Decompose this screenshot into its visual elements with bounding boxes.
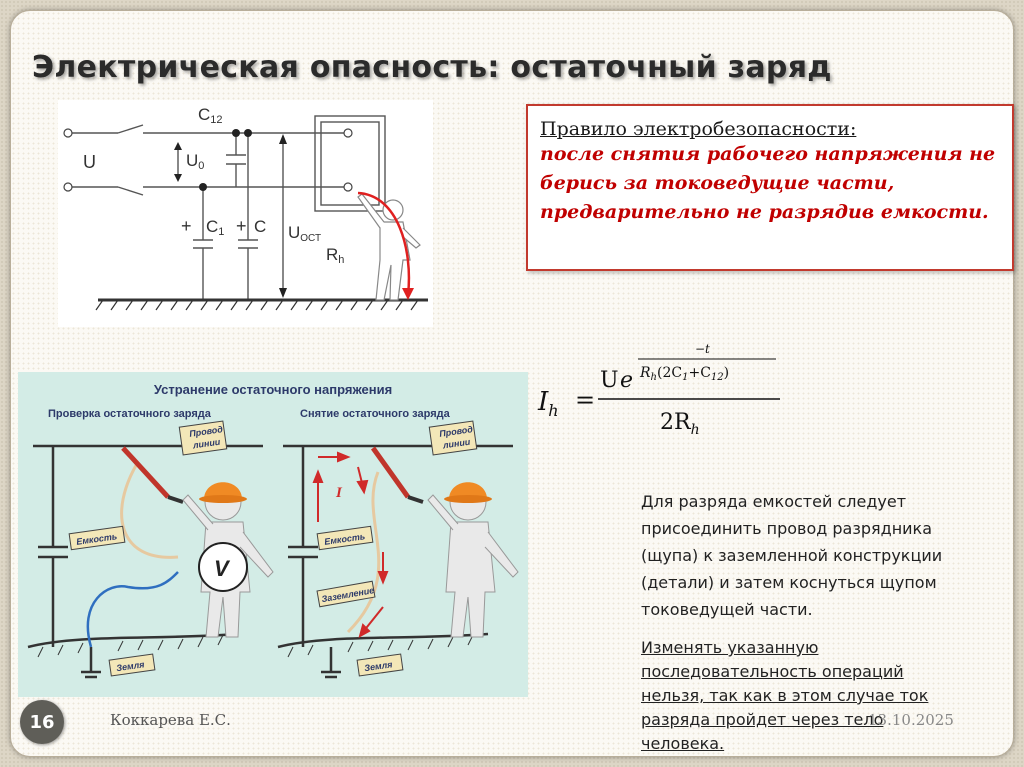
formula-den: 2Rh xyxy=(660,410,700,438)
wire-label-right: Провод xyxy=(439,424,474,439)
label-c1: C1 xyxy=(206,217,224,238)
formula-exp-den: Rh(2C1+C12) xyxy=(639,365,729,383)
current-label: I xyxy=(335,485,343,501)
label-rh: Rh xyxy=(326,245,344,266)
rule-text: после снятия рабочего напряжения не бери… xyxy=(540,143,996,223)
wire-label-left: Провод xyxy=(189,424,224,439)
safety-rule-box: Правило электробезопасности: после сняти… xyxy=(526,104,1014,271)
worker-right xyxy=(427,483,519,638)
label-u0: U0 xyxy=(186,151,204,172)
formula-e: e xyxy=(620,368,633,393)
label-uost: UОСТ xyxy=(288,223,321,244)
label-u: U xyxy=(83,152,96,172)
voltmeter-icon xyxy=(198,542,248,592)
discharge-illustration: Устранение остаточного напряжения Провер… xyxy=(18,372,528,697)
earth-label-right: Земля xyxy=(364,659,394,673)
formula-equals: = xyxy=(575,386,595,414)
left-caption: Проверка остаточного заряда xyxy=(48,408,212,420)
formula-u: U xyxy=(600,368,619,393)
page-number: 16 xyxy=(20,700,64,744)
voltmeter-label: V xyxy=(214,556,231,581)
circuit-diagram: U U0 C12 + C1 + C UОСТ Rh xyxy=(58,100,433,327)
author: Коккарева Е.С. xyxy=(110,711,231,729)
label-plus-1: + xyxy=(181,216,192,236)
page-title: Электрическая опасность: остаточный заря… xyxy=(32,50,832,85)
label-plus-2: + xyxy=(236,216,247,236)
discharge-instruction: Для разряда емкостей следует присоединит… xyxy=(641,492,943,619)
discharge-formula: Ih = U e −t Rh(2C1+C12) 2Rh xyxy=(537,342,780,438)
earth-label-left: Земля xyxy=(116,659,146,673)
label-c: C xyxy=(254,217,266,236)
illustration-title: Устранение остаточного напряжения xyxy=(154,382,392,397)
label-c12: C12 xyxy=(198,105,223,126)
svg-text:линии: линии xyxy=(441,437,471,451)
formula-lhs: Ih xyxy=(537,387,559,420)
formula-exp-num: −t xyxy=(695,342,710,356)
sequence-warning: Изменять указанную последовательность оп… xyxy=(641,638,929,753)
person-figure xyxy=(357,193,421,301)
svg-text:линии: линии xyxy=(191,437,221,451)
date: 13.10.2025 xyxy=(868,711,954,729)
rule-heading: Правило электробезопасности: xyxy=(540,118,857,140)
right-caption: Снятие остаточного заряда xyxy=(300,408,451,420)
